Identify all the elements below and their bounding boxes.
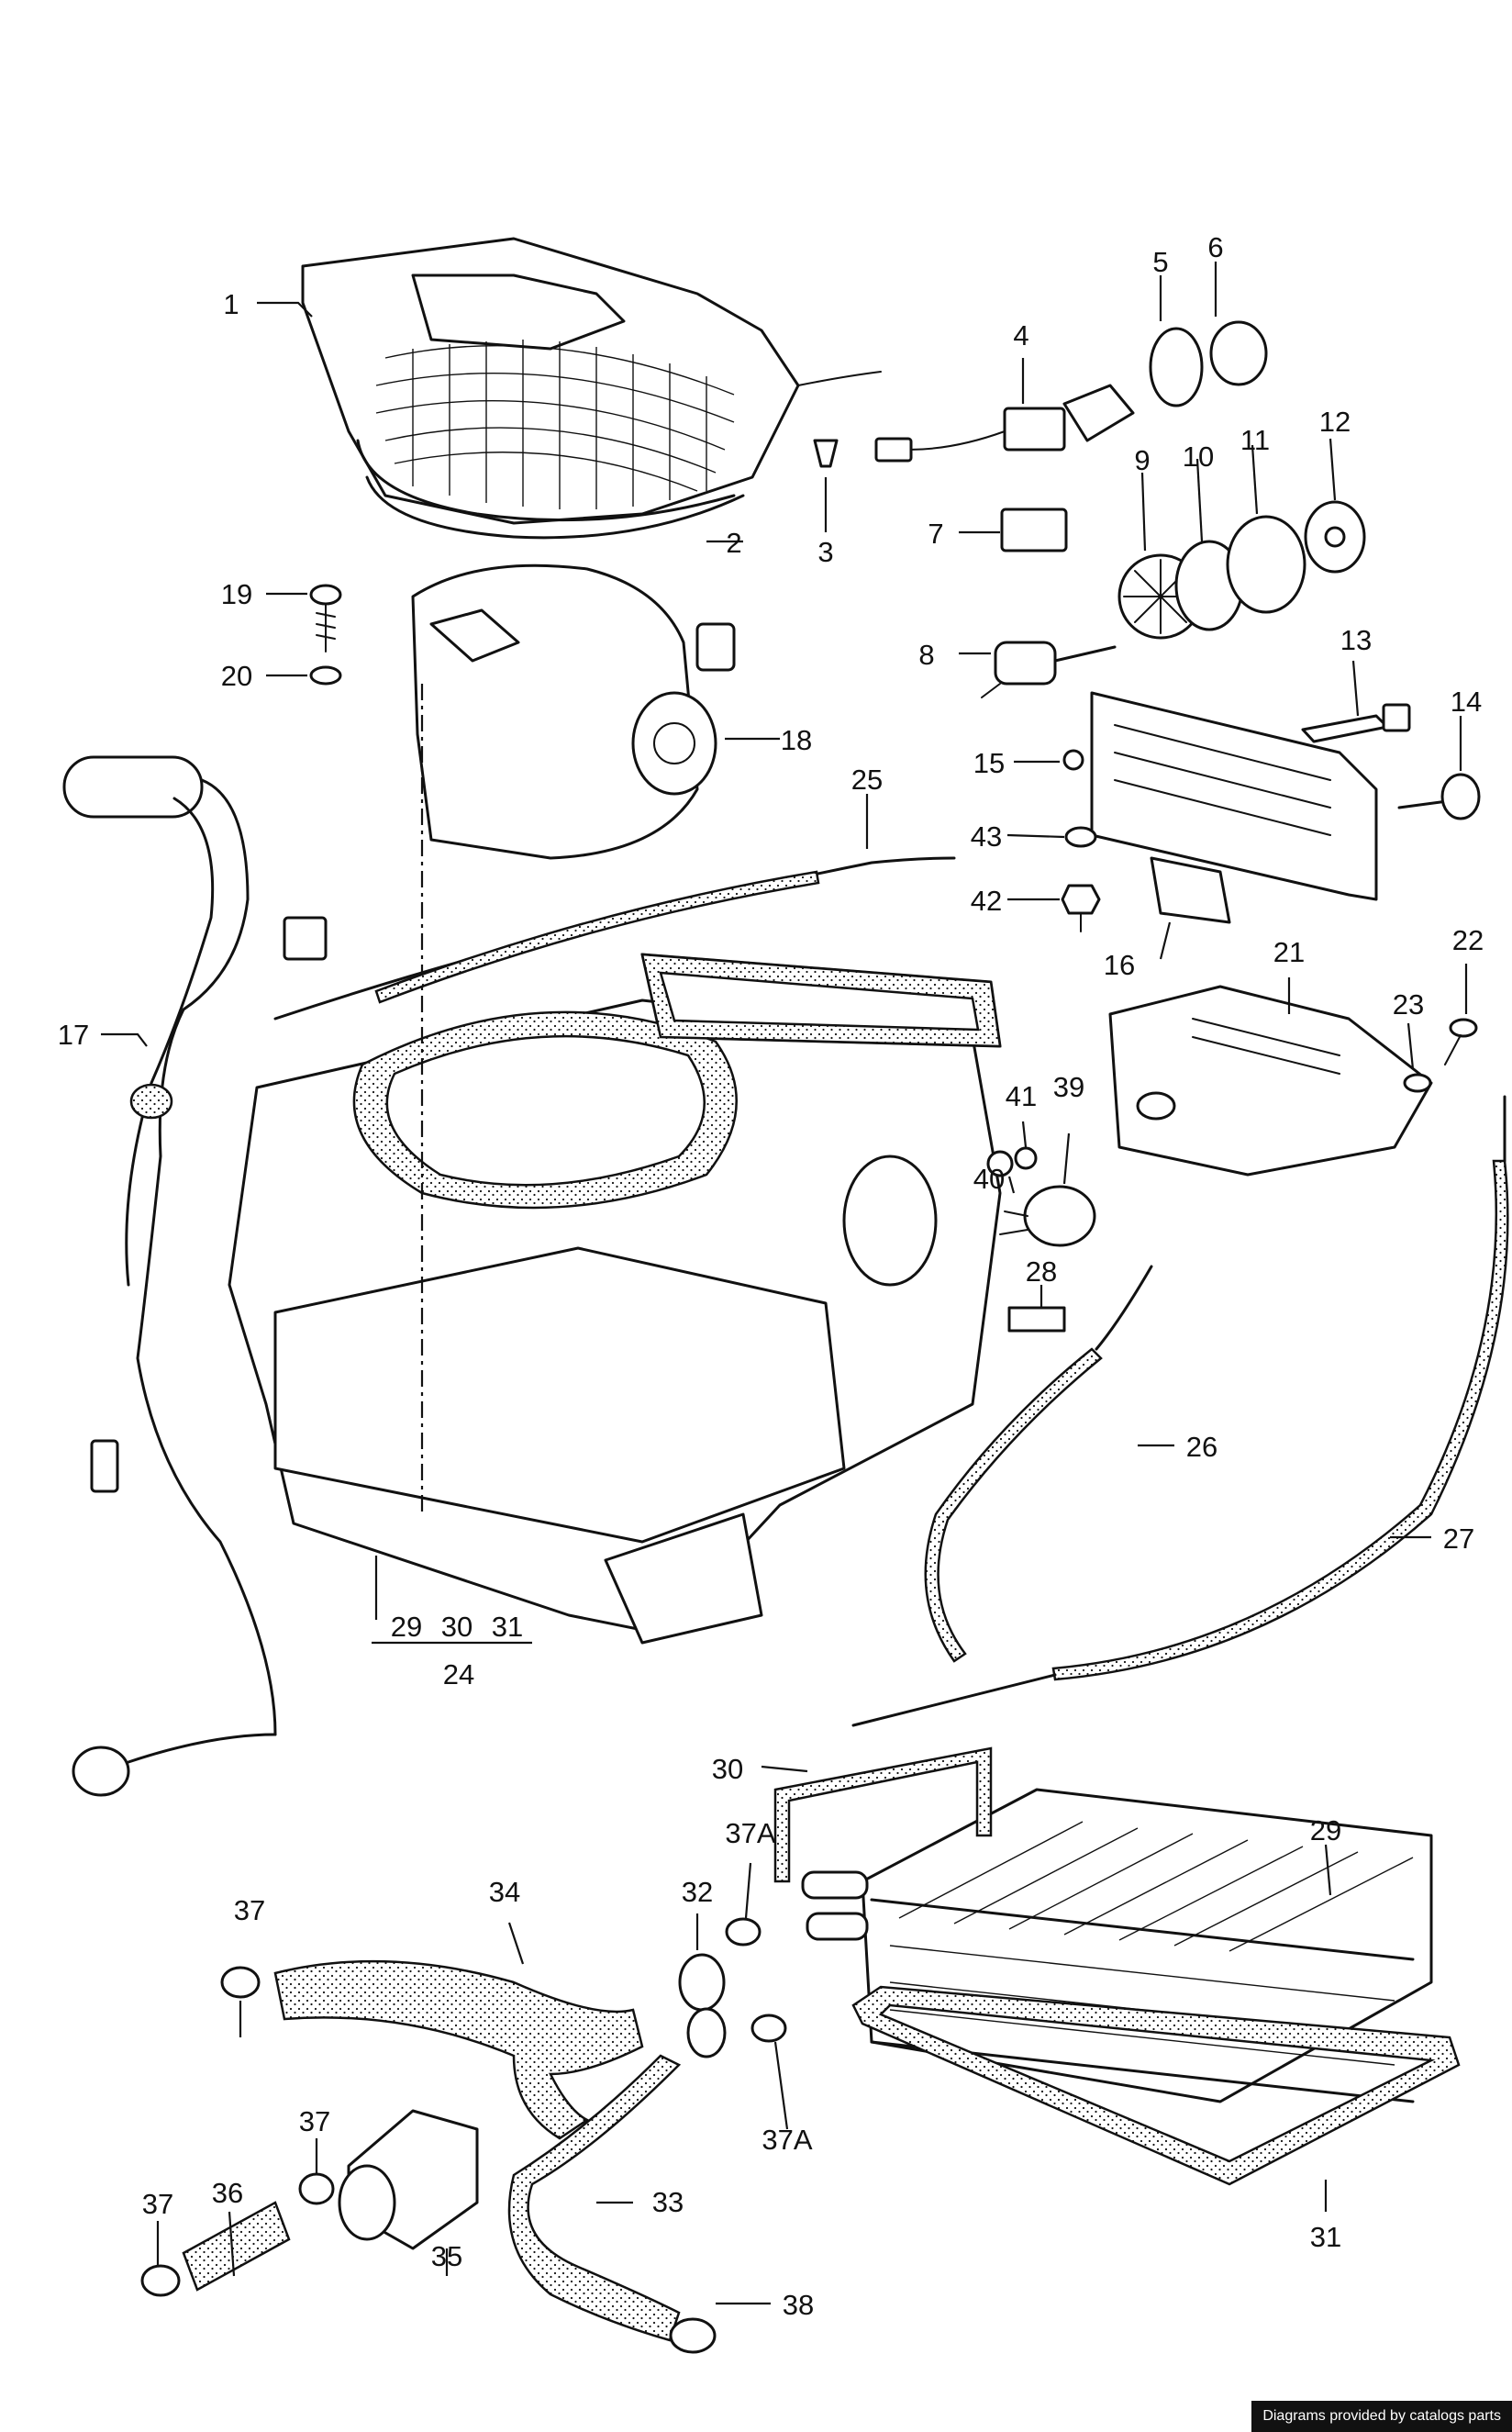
control-knob-part: [1226, 515, 1306, 614]
callout-2: 2: [726, 527, 741, 559]
heater-box-part: [228, 953, 1002, 1645]
callout-25: 25: [851, 764, 883, 796]
callout-28: 28: [1026, 1255, 1057, 1288]
callout-16: 16: [1104, 949, 1135, 981]
nut-part: [1014, 1146, 1038, 1170]
self-tapping-screw-part: [1444, 1018, 1478, 1065]
cable-clip-part: [1007, 1306, 1066, 1333]
return-hose-part: [273, 1959, 644, 2140]
callout-5: 5: [1152, 246, 1168, 278]
callout-labels: 1 2 3 4 5 6 7 8 9 10 11 12 13 14 15 16 1…: [58, 231, 1484, 2321]
callout-12: 12: [1319, 406, 1351, 438]
bolt-part: [1061, 884, 1101, 932]
outlet-gasket-part: [640, 953, 1002, 1048]
callout-14: 14: [1451, 686, 1482, 718]
diagram-credit: Diagrams provided by catalogs parts: [1251, 2401, 1512, 2432]
callout-37-bottom: 37: [142, 2188, 173, 2220]
upper-housing-part: [301, 237, 882, 525]
callout-26: 26: [1186, 1431, 1217, 1463]
lock-washer-part: [986, 1150, 1014, 1177]
callout-37A-lower: 37A: [762, 2124, 812, 2156]
callout-8: 8: [918, 639, 934, 671]
callout-37-valve: 37: [299, 2105, 330, 2137]
callout-17: 17: [58, 1019, 89, 1051]
callout-23: 23: [1393, 988, 1424, 1021]
core-seal-lower-part: [851, 1985, 1461, 2186]
callout-7: 7: [928, 518, 943, 550]
lever-tip-part: [1382, 703, 1411, 732]
callout-31-group: 31: [492, 1611, 523, 1643]
callout-33: 33: [652, 2186, 684, 2218]
callout-37-left: 37: [234, 1894, 265, 1926]
callout-32: 32: [682, 1876, 713, 1908]
spacer-part: [1064, 826, 1097, 848]
callout-36: 36: [212, 2177, 243, 2209]
callout-13: 13: [1340, 624, 1372, 656]
housing-gasket-part: [365, 475, 745, 540]
callout-15: 15: [973, 747, 1005, 779]
lamp-part: [1062, 749, 1084, 771]
knob-insert-part: [1304, 500, 1366, 574]
callout-20: 20: [221, 660, 252, 692]
long-cable-sleeve-part: [1051, 1159, 1509, 1681]
callout-10: 10: [1183, 441, 1214, 473]
callout-11: 11: [1240, 424, 1270, 456]
supply-hose-part: [507, 2054, 682, 2342]
blower-motor-part: [411, 563, 736, 860]
switch-assembly-part: [874, 384, 1135, 463]
screw-part: [309, 584, 342, 653]
washer-part: [309, 665, 342, 686]
callout-29: 29: [1310, 1814, 1341, 1846]
potentiometer-part: [981, 641, 1117, 698]
clip-part: [813, 439, 839, 468]
frame-gasket-part: [352, 1010, 738, 1210]
hose-bracket-part: [678, 1953, 727, 2058]
callout-39: 39: [1053, 1071, 1084, 1103]
cable-part: [1095, 1265, 1153, 1351]
hose-clamp-part: [140, 1917, 787, 2354]
callout-31: 31: [1310, 2221, 1341, 2253]
callout-27: 27: [1443, 1523, 1474, 1555]
callout-29-group: 29: [391, 1611, 422, 1643]
knob-insert-centre: [1324, 526, 1346, 548]
thumbscrew-part: [1397, 773, 1481, 820]
callout-22: 22: [1452, 924, 1484, 956]
retaining-ring-part: [1149, 327, 1204, 407]
short-hose-part: [182, 2201, 291, 2292]
callout-1: 1: [223, 288, 239, 320]
long-cable-part: [851, 1095, 1506, 1727]
leader-lines: [101, 262, 1468, 2305]
callout-18: 18: [781, 724, 812, 756]
callout-37A-upper: 37A: [725, 1817, 775, 1849]
connector-part: [1000, 508, 1068, 552]
callout-6: 6: [1207, 231, 1223, 263]
callout-38: 38: [783, 2289, 814, 2321]
callout-9: 9: [1134, 444, 1150, 476]
callout-30-group: 30: [441, 1611, 472, 1643]
callout-19: 19: [221, 578, 252, 610]
clamp-bracket-part: [1150, 856, 1231, 924]
callout-42: 42: [971, 885, 1002, 917]
core-seal-upper-part: [773, 1746, 993, 1883]
wiring-harness-part: [62, 755, 328, 1797]
callout-40: 40: [973, 1163, 1005, 1195]
callout-41: 41: [1006, 1080, 1037, 1112]
callout-43: 43: [971, 820, 1002, 853]
callout-4: 4: [1013, 319, 1028, 351]
callout-34: 34: [489, 1876, 520, 1908]
water-valve-part: [338, 2109, 479, 2250]
flat-washer-part: [1403, 1073, 1432, 1093]
callout-35: 35: [431, 2240, 462, 2272]
callout-30: 30: [712, 1753, 743, 1785]
callout-24: 24: [443, 1658, 474, 1690]
flap-mechanism-part: [1108, 985, 1433, 1177]
knob-cap-part: [1209, 320, 1268, 386]
bowden-cable-sleeve: [374, 870, 820, 1004]
rotary-switch-part: [999, 1185, 1096, 1247]
callout-21: 21: [1273, 936, 1305, 968]
cable-sleeve-part: [924, 1347, 1103, 1663]
lever-part: [1301, 714, 1389, 743]
callout-3: 3: [817, 536, 833, 568]
